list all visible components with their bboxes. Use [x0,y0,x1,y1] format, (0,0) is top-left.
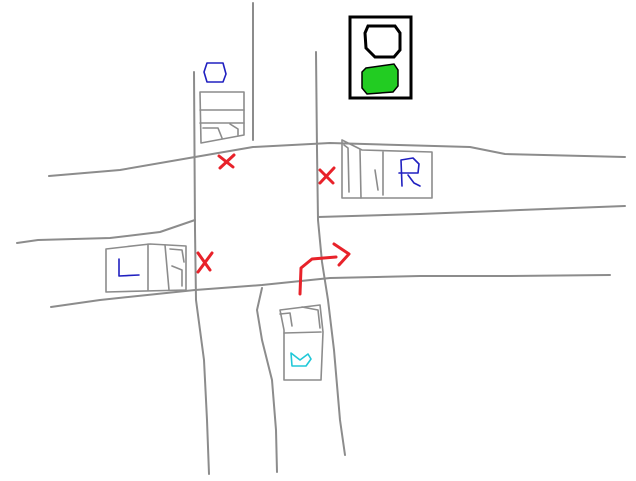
east-car-body [341,139,433,199]
south-car-windshield [279,306,322,334]
road-east-lower-edge [317,205,626,218]
west-car [105,243,187,293]
letter-l-like-glyph-icon [118,258,140,277]
traffic-light-green-lamp [361,63,399,95]
x-mark-icon [196,251,214,274]
north-car-windshield [199,109,245,139]
letter-q-like-glyph-icon [203,62,227,83]
north-car-body [199,91,245,144]
road-east-upper-edge [48,142,626,177]
blocked-markers [196,153,336,274]
west-car-body [105,243,187,293]
traffic-light-top-lamp [363,24,402,59]
road-north-left-edge [193,71,210,475]
south-car [279,304,324,381]
x-mark-icon [318,166,336,185]
north-car [199,62,245,144]
road-vertical-right-edge [315,51,346,456]
traffic-light [348,15,413,100]
right-turn-arrow-icon [298,242,351,296]
east-car-windshield [343,144,384,199]
letter-r-like-glyph-icon [398,157,421,187]
road-south-horizontal-edge [50,274,611,308]
cyan-squiggle-glyph-icon [290,352,312,367]
south-car-body [279,304,324,381]
east-car [341,139,433,199]
road-west-lower-edge [16,219,196,244]
road-south-left-edge [256,287,278,473]
roads [16,2,626,475]
west-car-windshield [147,243,185,291]
x-mark-icon [217,153,236,170]
